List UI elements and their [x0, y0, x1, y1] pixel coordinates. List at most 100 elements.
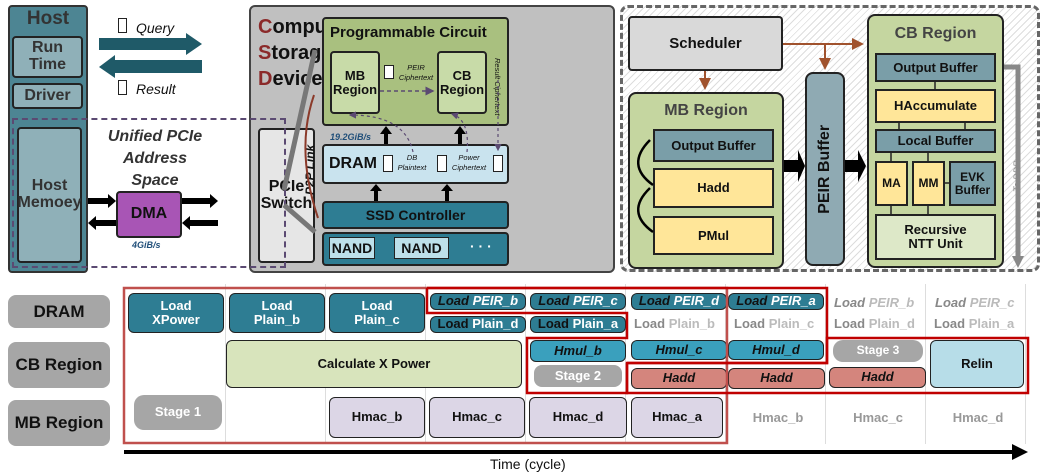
load-word: Load [834, 295, 866, 310]
mm-unit: MM [912, 161, 945, 206]
peir-buffer: PEIR Buffer [805, 72, 845, 266]
mb-pmul: PMul [653, 216, 774, 255]
query-arrow [99, 33, 202, 55]
p2p-link-arrow [304, 94, 319, 219]
task-hmul: Hmul_c [631, 340, 727, 360]
task-load-peir: Load PEIR_d [631, 293, 727, 310]
task-load-plain: Load Plain_b [229, 293, 325, 333]
power-ciphertext-label: Power Ciphertext [451, 153, 487, 172]
mb-hadd: Hadd [653, 168, 774, 208]
plain-name: Plain_a [968, 316, 1015, 331]
runtime-box: Run Time [12, 36, 83, 78]
switch-to-circuit-arrow [281, 49, 318, 191]
task-hadd: Hadd [631, 368, 727, 389]
host-memory-box: Host Memoey [17, 127, 82, 263]
future-hmac: Hmac_d [952, 410, 1004, 425]
switch-to-nand-arrow [282, 203, 317, 234]
future-hmac: Hmac_c [853, 410, 903, 425]
task-hmac: Hmac_a [631, 397, 723, 438]
peir-name: PEIR_c [969, 295, 1015, 310]
load-word: Load [734, 316, 766, 331]
cb-internal-links [890, 82, 966, 214]
load-word: Load [736, 293, 768, 309]
scheduler-arrows [699, 38, 864, 90]
cb-region-title: CB Region [894, 25, 977, 42]
future-load-peir: Load PEIR_c [935, 295, 1015, 310]
nand-2: NAND [394, 237, 449, 259]
future-load-plain: Load Plain_d [834, 316, 915, 331]
document-icon [493, 155, 503, 172]
to-ddr-arrow [1004, 64, 1021, 258]
csd-dram: DRAM [322, 144, 509, 184]
csd-title-c: C [258, 16, 273, 38]
future-load-plain: Load Plain_b [634, 316, 715, 331]
stage-1-badge: Stage 1 [134, 395, 222, 430]
task-hmac: Hmac_b [329, 397, 425, 438]
scheduler-box: Scheduler [628, 16, 783, 71]
ssd-controller: SSD Controller [322, 201, 509, 229]
nand-more: · · · [470, 238, 492, 254]
row-label-dram: DRAM [8, 295, 110, 328]
evk-buffer: EVK Buffer [949, 161, 996, 206]
plain-name: Plain_a [572, 316, 619, 332]
unified-pcie-region [12, 118, 286, 268]
task-hmul: Hmul_b [530, 340, 626, 362]
peir-name: PEIR_d [673, 293, 720, 309]
nand-1: NAND [329, 237, 375, 259]
plain-name: Plain_d [868, 316, 915, 331]
power-to-cb-dashed [450, 112, 469, 153]
mb-loop-arrows [637, 139, 654, 234]
dma-bandwidth: 4GiB/s [132, 240, 161, 250]
peir-name: PEIR_b [868, 295, 915, 310]
load-word: Load [537, 316, 569, 332]
csd-title-torage: torage [271, 42, 333, 64]
load-word: Load [538, 293, 570, 309]
ntt-unit: Recursive NTT Unit [875, 214, 996, 260]
task-hmac: Hmac_c [429, 397, 525, 438]
load-word: Load [834, 316, 866, 331]
peir-buffer-arrows [784, 150, 866, 182]
peir-ciphertext-label: PEIR Ciphertext [398, 63, 434, 82]
document-icon [437, 155, 447, 172]
local-buffer: Local Buffer [875, 129, 996, 153]
task-load-peir: Load PEIR_b [430, 293, 526, 310]
arrows-layer [88, 33, 1024, 268]
programmable-circuit-title: Programmable Circuit [330, 24, 487, 41]
result-label: Result [136, 81, 176, 97]
peir-name: PEIR_c [572, 293, 618, 309]
csd-title-d: D [258, 68, 273, 90]
csd-title-s: S [258, 42, 272, 64]
dram-to-mb-dashed [348, 111, 414, 153]
task-load-peir: Load PEIR_a [728, 293, 824, 310]
document-icon [384, 65, 394, 79]
load-word: Load [935, 295, 967, 310]
task-hadd: Hadd [829, 367, 926, 388]
csd-dram-label: DRAM [329, 154, 377, 172]
cb-output-buffer: Output Buffer [875, 53, 996, 82]
task-load-plain: Load Plain_c [329, 293, 425, 333]
task-calculate-x-power: Calculate X Power [226, 340, 522, 388]
driver-box: Driver [12, 83, 83, 109]
load-word: Load [934, 316, 966, 331]
mb-output-buffer: Output Buffer [653, 129, 774, 162]
unified-pcie-label: Unified PCIe Address Space [107, 128, 203, 189]
plain-name: Plain_b [668, 316, 715, 331]
mb-region-title: MB Region [664, 102, 748, 119]
task-relin: Relin [930, 340, 1024, 388]
load-word: Load [437, 293, 469, 309]
dma-box: DMA [116, 191, 182, 238]
task-load-peir: Load PEIR_c [530, 293, 626, 310]
future-load-plain: Load Plain_c [734, 316, 814, 331]
task-hmac: Hmac_d [529, 397, 627, 438]
document-icon [118, 80, 127, 95]
future-load-peir: Load PEIR_b [834, 295, 914, 310]
peir-name: PEIR_a [770, 293, 816, 309]
ma-unit: MA [875, 161, 908, 206]
load-word: Load [634, 316, 666, 331]
future-load-plain: Load Plain_a [934, 316, 1014, 331]
result-arrow [99, 55, 202, 78]
peir-name: PEIR_b [472, 293, 519, 309]
time-axis-label: Time (cycle) [490, 456, 566, 472]
query-label: Query [136, 20, 175, 36]
stage-2-badge: Stage 2 [534, 365, 622, 387]
